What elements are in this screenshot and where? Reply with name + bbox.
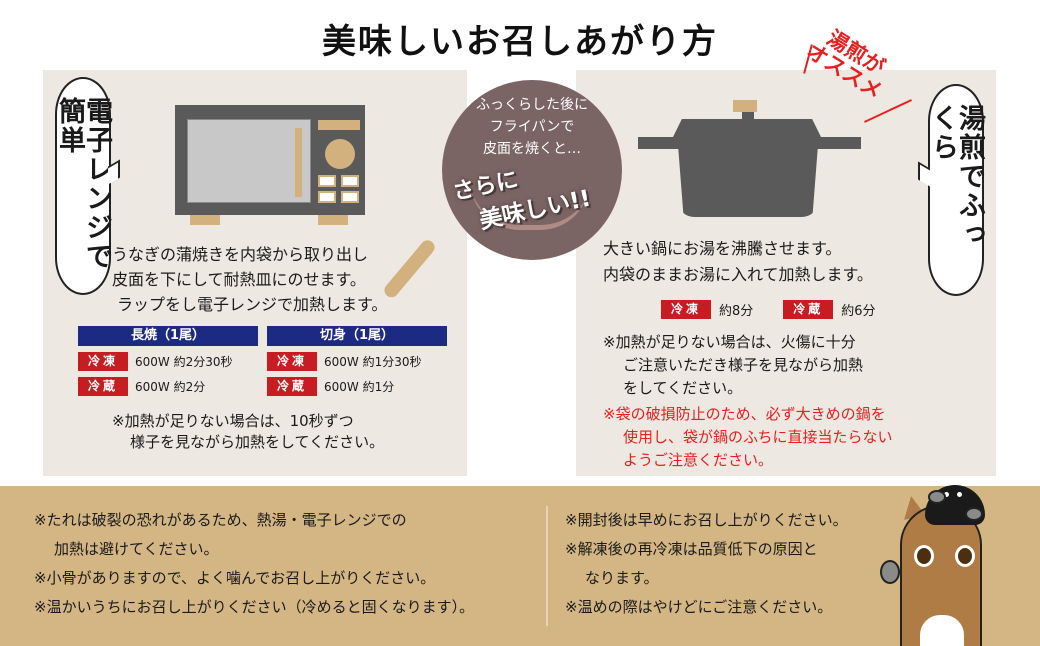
time-value: 約6分 (841, 304, 876, 319)
boil-note: ※加熱が足りない場合は、火傷に十分 ご注意いただき様子を見ながら加熱 をしてくだ… (603, 333, 864, 397)
boil-times: 冷凍 約8分 冷蔵 約6分 (661, 300, 876, 319)
microwave-display (318, 120, 360, 130)
divider (546, 506, 548, 626)
microwave-button (341, 191, 359, 203)
microwave-foot (318, 215, 348, 225)
cautions-band (0, 486, 1040, 646)
frying-pan-icon (442, 80, 622, 260)
microwave-handle (295, 128, 302, 197)
microwave-note: ※加熱が足りない場合は、10秒ずつ 様子を見ながら加熱をしてください。 (112, 412, 385, 451)
cat-pupil (958, 548, 972, 564)
pot-icon (678, 145, 818, 217)
chilled-tag: 冷蔵 (783, 300, 834, 319)
table-row: 冷凍 600W 約2分30秒 (78, 352, 258, 371)
table-row: 冷蔵 600W 約2分 (78, 377, 258, 396)
microwave-icon (175, 105, 365, 215)
time-value: 約8分 (719, 304, 754, 319)
time-value: 600W 約1分30秒 (324, 355, 422, 369)
frozen-tag: 冷凍 (267, 352, 317, 371)
cautions-left: ※たれは破裂の恐れがあるため、熱湯・電子レンジでの 加熱は避けてください。 ※小… (34, 511, 475, 616)
time-table-cut: 切身（1尾） 冷凍 600W 約1分30秒 冷蔵 600W 約1分 (267, 326, 447, 396)
time-value: 600W 約2分30秒 (135, 355, 233, 369)
table-row: 冷蔵 600W 約1分 (267, 377, 447, 396)
microwave-dial (325, 139, 355, 169)
microwave-button (318, 191, 336, 203)
pot-lid (673, 119, 821, 137)
pot-lid-stem (742, 112, 754, 120)
pan-tip-text: ふっくらした後に フライパンで 皮面を焼くと… (476, 97, 588, 157)
microwave-speech-bubble: 電子レンジで簡単 (54, 77, 112, 295)
page-title: 美味しいお召しあがり方 (322, 22, 718, 62)
cautions-right: ※開封後は早めにお召し上がりください。 ※解凍後の再冷凍は品質低下の原因と なり… (565, 511, 848, 616)
microwave-button (318, 175, 336, 187)
pan-decoration (470, 180, 590, 230)
eel-fin (965, 507, 983, 521)
frozen-tag: 冷凍 (661, 300, 711, 319)
table-header: 長焼（1尾） (78, 326, 258, 346)
cat-pupil (917, 548, 931, 564)
eel-fin (928, 490, 946, 504)
eel-tail-fin (880, 560, 900, 584)
microwave-button (341, 175, 359, 187)
time-value: 600W 約1分 (324, 380, 395, 394)
eel-eye (944, 492, 949, 497)
boil-speech-bubble: 湯煎でふっくら (927, 84, 985, 296)
chilled-tag: 冷蔵 (78, 377, 128, 396)
eel-eye (957, 492, 962, 497)
time-table-whole: 長焼（1尾） 冷凍 600W 約2分30秒 冷蔵 600W 約2分 (78, 326, 258, 396)
microwave-foot (190, 215, 220, 225)
table-row: 冷凍 600W 約1分30秒 (267, 352, 447, 371)
cat-belly (920, 615, 964, 646)
microwave-instructions: うなぎの蒲焼きを内袋から取り出し 皮面を下にして耐熱皿にのせます。 ラップをし電… (112, 245, 388, 314)
boil-time-frozen: 冷凍 約8分 (661, 300, 753, 319)
frozen-tag: 冷凍 (78, 352, 128, 371)
time-value: 600W 約2分 (135, 380, 206, 394)
boil-instructions: 大きい鍋にお湯を沸騰させます。 内袋のままお湯に入れて加熱します。 (603, 239, 873, 284)
pot-lid-knob (733, 100, 757, 112)
boil-warning: ※袋の破損防止のため、必ず大きめの鍋を 使用し、袋が鍋のふちに直接当たらない よ… (603, 405, 893, 469)
table-header: 切身（1尾） (267, 326, 447, 346)
microwave-window (187, 119, 311, 203)
chilled-tag: 冷蔵 (267, 377, 317, 396)
boil-time-chilled: 冷蔵 約6分 (783, 300, 876, 319)
